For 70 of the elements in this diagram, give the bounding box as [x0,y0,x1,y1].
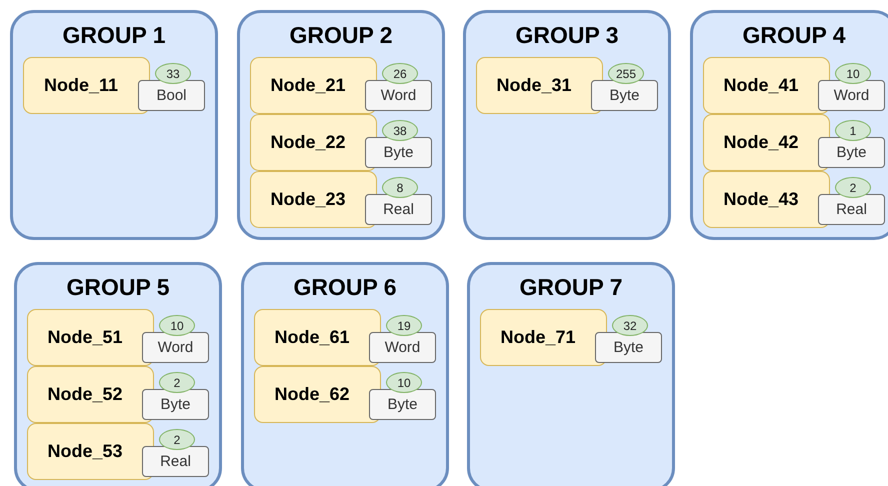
type-tag: Real [818,194,885,225]
group-panel [14,262,222,486]
group-panel [690,10,888,240]
value-badge: 33 [155,63,191,84]
group-title: GROUP 1 [61,22,167,49]
node-box [27,423,154,480]
node-label: Node_61 [273,326,351,349]
node-label: Node_21 [269,74,347,97]
value-badge: 32 [612,315,648,336]
type-tag: Byte [369,389,436,420]
type-tag: Real [365,194,432,225]
node-label: Node_41 [722,74,800,97]
node-box [254,309,381,366]
node-box [250,171,377,228]
value-badge: 10 [386,372,422,393]
node-box [27,309,154,366]
type-tag: Word [142,332,209,363]
node-label: Node_53 [46,440,124,463]
group-panel [241,262,449,486]
node-label: Node_62 [273,383,351,406]
value-badge: 2 [835,177,871,198]
node-label: Node_42 [722,131,800,154]
node-label: Node_31 [495,74,573,97]
group-title: GROUP 5 [65,274,171,301]
group-title: GROUP 2 [288,22,394,49]
node-box [476,57,603,114]
value-badge: 26 [382,63,418,84]
type-tag: Byte [142,389,209,420]
type-tag: Real [142,446,209,477]
group-title: GROUP 4 [741,22,847,49]
type-tag: Byte [595,332,662,363]
node-box [480,309,607,366]
group-title: GROUP 7 [518,274,624,301]
node-label: Node_11 [42,74,120,97]
type-tag: Word [365,80,432,111]
node-box [703,171,830,228]
node-box [23,57,150,114]
value-badge: 2 [159,372,195,393]
group-title: GROUP 3 [514,22,620,49]
value-badge: 8 [382,177,418,198]
value-badge: 38 [382,120,418,141]
type-tag: Byte [365,137,432,168]
node-box [250,114,377,171]
node-box [250,57,377,114]
value-badge: 1 [835,120,871,141]
node-box [703,57,830,114]
type-tag: Word [369,332,436,363]
group-panel [463,10,671,240]
node-label: Node_23 [269,188,347,211]
group-title: GROUP 6 [292,274,398,301]
group-panel [10,10,218,240]
type-tag: Bool [138,80,205,111]
node-box [703,114,830,171]
value-badge: 2 [159,429,195,450]
value-badge: 10 [835,63,871,84]
node-box [254,366,381,423]
value-badge: 10 [159,315,195,336]
node-label: Node_52 [46,383,124,406]
node-label: Node_43 [722,188,800,211]
type-tag: Word [818,80,885,111]
node-label: Node_22 [269,131,347,154]
value-badge: 19 [386,315,422,336]
group-panel [237,10,445,240]
type-tag: Byte [818,137,885,168]
type-tag: Byte [591,80,658,111]
value-badge: 255 [608,63,644,84]
node-label: Node_71 [499,326,577,349]
node-box [27,366,154,423]
node-label: Node_51 [46,326,124,349]
group-panel [467,262,675,486]
